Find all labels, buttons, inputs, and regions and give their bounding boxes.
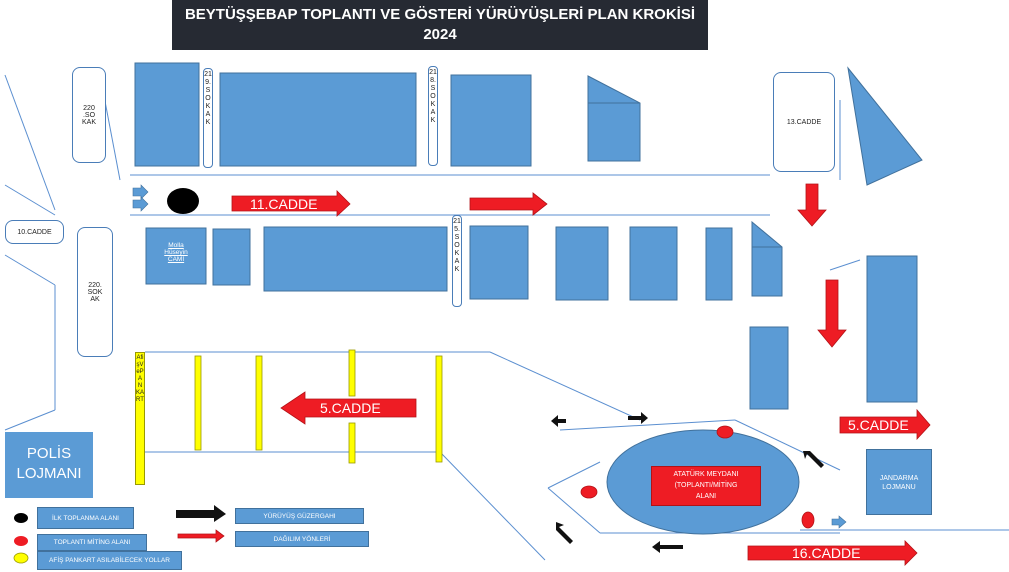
street-219: 219.SOKAK: [203, 68, 213, 168]
legend-yuruyus: YÜRÜYÜŞ GÜZERGAHI: [235, 508, 364, 524]
street-215: 215.SOKAK: [452, 215, 462, 307]
red-arrow-5cadde-left: [280, 391, 417, 425]
poster-post: [348, 422, 356, 464]
legend-red-marker: [14, 536, 28, 546]
red-arrows: [177, 183, 931, 566]
legend-red-arrow: [177, 529, 225, 543]
poster-post: [194, 355, 202, 451]
black-arrow-icon: [652, 541, 683, 553]
poster-road-vertical: AfişVePANKART: [135, 352, 145, 485]
building-block: [629, 226, 678, 301]
legend-black-arrow: [176, 505, 226, 522]
black-arrow-icon: [628, 412, 648, 424]
road-line: [547, 487, 601, 534]
legend-afis-pankart: AFİŞ PANKART ASILABİLECEK YOLLAR: [37, 551, 182, 570]
meeting-marker: [801, 511, 815, 529]
red-arrow-5cadde-right: [839, 408, 931, 441]
road-line: [4, 74, 56, 211]
road-line: [829, 259, 861, 271]
legend-dagilim: DAĞILIM YÖNLERİ: [235, 531, 369, 547]
label-5-cadde-left: 5.CADDE: [320, 400, 381, 416]
red-arrow-icon: [817, 279, 847, 348]
road-line: [4, 409, 56, 431]
legend-toplanti-miting: TOPLANTI MİTİNG ALANI: [37, 534, 147, 551]
building-block: [847, 66, 923, 186]
building-block: [134, 62, 200, 167]
street-218: 218.SOKAK: [428, 66, 438, 166]
poster-post: [435, 355, 443, 463]
street-220-bottom: 220. SOK AK: [77, 227, 113, 357]
building-block: [749, 326, 789, 410]
label-16-cadde: 16.CADDE: [792, 545, 861, 561]
label-5-cadde-right: 5.CADDE: [848, 417, 909, 433]
road-line: [4, 184, 56, 216]
map-title-line2: 2024: [423, 26, 457, 43]
red-arrow-icon: [797, 183, 827, 227]
building-block: [587, 75, 641, 162]
blue-arrow-icon: [132, 184, 149, 200]
road-line: [734, 419, 841, 471]
legend-black-marker: [14, 513, 28, 523]
building-block: [866, 255, 918, 403]
polis-lojmani: POLİS LOJMANI: [5, 432, 93, 498]
street-10-cadde: 10.CADDE: [5, 220, 64, 244]
map-title: BEYTÜŞŞEBAP TOPLANTI VE GÖSTERİ YÜRÜYÜŞL…: [172, 0, 708, 50]
legend-ilk-toplanma: İLK TOPLANMA ALANI: [37, 507, 134, 529]
road-line: [547, 461, 601, 489]
black-arrow-icon: [551, 415, 566, 427]
blue-arrow-icon: [132, 196, 149, 212]
meeting-marker: [580, 485, 598, 499]
road-lines: [4, 74, 1009, 561]
building-block: [263, 226, 448, 292]
building-mosque: [145, 227, 207, 285]
building-block: [555, 226, 609, 301]
building-block: [212, 228, 251, 286]
street-220-top: 220 .SO KAK: [72, 67, 106, 163]
building-block: [751, 220, 783, 297]
buildings: [134, 62, 923, 410]
building-block: [450, 74, 532, 167]
blue-arrows: [132, 184, 847, 529]
map-title-line1: BEYTÜŞŞEBAP TOPLANTI VE GÖSTERİ YÜRÜYÜŞL…: [184, 6, 696, 23]
black-arrows: [176, 412, 824, 553]
blue-arrow-icon: [831, 515, 847, 529]
street-13-cadde: 13.CADDE: [773, 72, 835, 172]
road-line: [4, 254, 56, 286]
red-arrow-16cadde: [747, 540, 918, 566]
ataturk-meydani-label: ATATÜRK MEYDANI (TOPLANTI/MİTİNG ALANI: [651, 466, 761, 506]
first-assembly-marker: [167, 188, 199, 214]
meeting-markers: [580, 425, 815, 529]
black-arrow-icon: [803, 451, 824, 468]
label-11-cadde: 11.CADDE: [250, 196, 318, 212]
road-line: [439, 451, 546, 561]
red-arrow-11cadde: [231, 190, 351, 217]
poster-posts: [194, 349, 443, 464]
red-arrow-icon: [469, 192, 548, 216]
legend-yellow-marker: [13, 552, 29, 564]
building-block: [469, 225, 529, 300]
black-arrow-icon: [556, 522, 573, 544]
mosque-label: Molla Hüseyin CAMİ: [164, 242, 188, 263]
poster-post: [255, 355, 263, 451]
meeting-marker: [716, 425, 734, 439]
building-block: [219, 72, 417, 167]
jandarma-lojmani: JANDARMA LOJMANU: [866, 449, 932, 515]
building-block: [705, 227, 733, 301]
poster-post: [348, 349, 356, 397]
road-line: [489, 351, 641, 421]
road-line: [559, 419, 736, 431]
